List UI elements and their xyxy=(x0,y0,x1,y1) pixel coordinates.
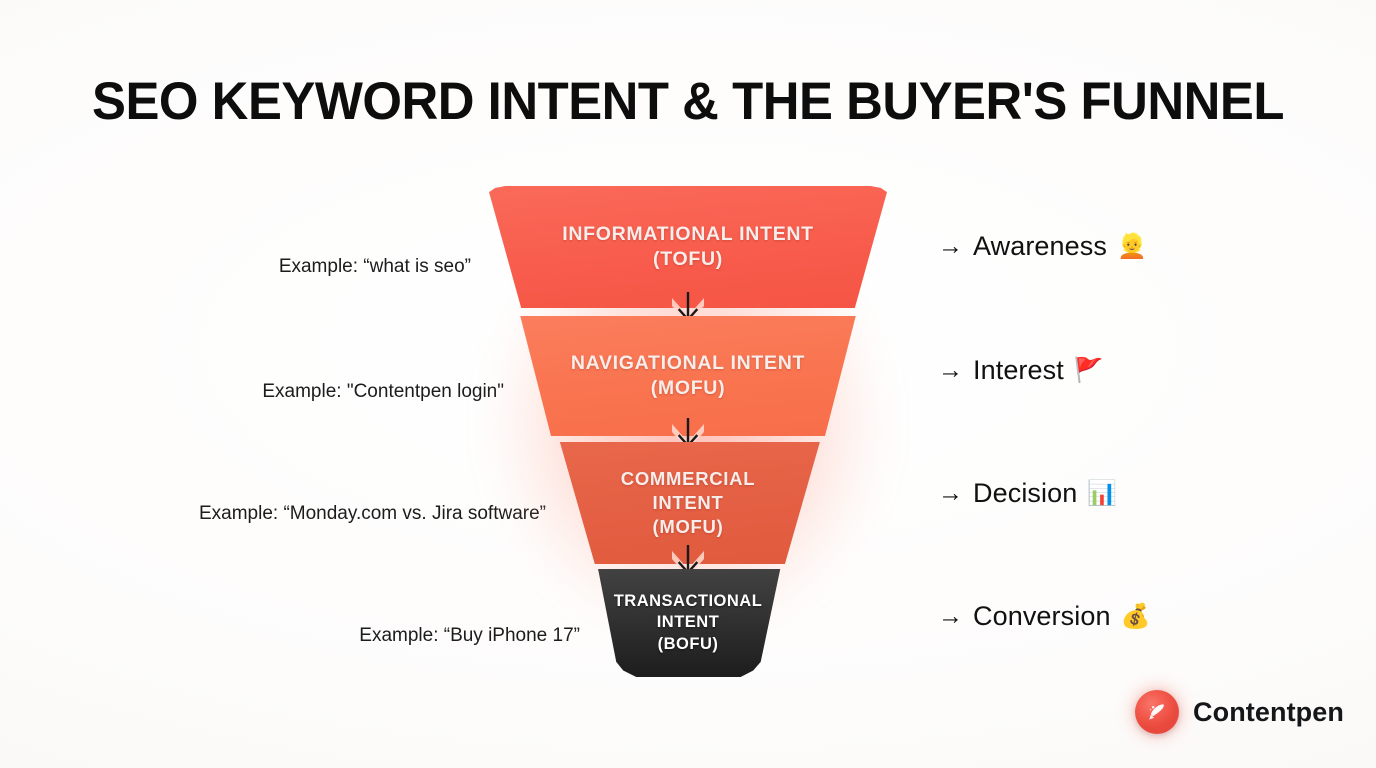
funnel-segment-commercial-line3: (MOFU) xyxy=(652,515,724,537)
funnel-segment-commercial-line1: COMMERCIAL xyxy=(620,468,756,490)
chart-check-icon: 📊 xyxy=(1087,479,1118,507)
funnel-segment-navigational: NAVIGATIONAL INTENT (MOFU) xyxy=(520,316,856,436)
funnel-segment-informational-line2: (TOFU) xyxy=(653,248,723,270)
right-arrow-icon-4: → xyxy=(938,602,963,630)
signpost-icon: 🚩 xyxy=(1073,356,1104,384)
funnel-segment-commercial-label: COMMERCIAL INTENT (MOFU) xyxy=(603,467,773,538)
funnel-segment-navigational-label: NAVIGATIONAL INTENT (MOFU) xyxy=(553,351,823,401)
funnel-segment-transactional-line1: TRANSACTIONAL xyxy=(613,592,763,611)
buyer-funnel-diagram: INFORMATIONAL INTENT (TOFU) NAVIGATIONAL… xyxy=(455,178,921,686)
person-with-idea-icon: 👱 xyxy=(1116,232,1147,260)
stage-label-conversion-text: Conversion xyxy=(973,601,1111,631)
funnel-segment-navigational-line1: NAVIGATIONAL INTENT xyxy=(570,352,806,375)
page-title: SEO KEYWORD INTENT & THE BUYER'S FUNNEL xyxy=(92,72,1284,131)
funnel-segment-informational-line1: INFORMATIONAL INTENT xyxy=(562,223,814,246)
stage-label-decision-text: Decision xyxy=(973,478,1078,508)
stage-label-awareness-text: Awareness xyxy=(973,231,1107,261)
example-caption-informational: Example: “what is seo” xyxy=(278,256,471,277)
funnel-segment-informational-label: INFORMATIONAL INTENT (TOFU) xyxy=(544,222,832,272)
stage-label-conversion: → Conversion 💰 xyxy=(938,601,1150,632)
brand-logo: Contentpen xyxy=(1135,690,1344,734)
right-arrow-icon-3: → xyxy=(938,479,963,507)
stage-label-interest: → Interest 🚩 xyxy=(938,355,1104,386)
right-arrow-icon-2: → xyxy=(938,356,963,384)
stage-label-awareness: → Awareness 👱 xyxy=(938,231,1147,262)
money-bag-icon: 💰 xyxy=(1120,602,1151,630)
funnel-segment-informational: INFORMATIONAL INTENT (TOFU) xyxy=(489,186,887,308)
funnel-segment-transactional: TRANSACTIONAL INTENT (BOFU) xyxy=(598,569,781,677)
pen-icon xyxy=(1149,704,1164,720)
stage-label-decision: → Decision 📊 xyxy=(938,478,1117,509)
funnel-segment-commercial-line2: INTENT xyxy=(652,492,724,514)
funnel-segment-transactional-label: TRANSACTIONAL INTENT (BOFU) xyxy=(598,591,780,654)
right-arrow-icon-1: → xyxy=(938,232,963,260)
funnel-segment-transactional-line3: (BOFU) xyxy=(657,634,719,653)
funnel-segment-commercial: COMMERCIAL INTENT (MOFU) xyxy=(559,442,820,564)
funnel-segment-navigational-line2: (MOFU) xyxy=(650,377,726,399)
brand-mark xyxy=(1135,690,1179,734)
brand-name: Contentpen xyxy=(1193,696,1344,727)
stage-label-interest-text: Interest xyxy=(973,355,1064,385)
funnel-segment-transactional-line2: INTENT xyxy=(656,613,720,632)
